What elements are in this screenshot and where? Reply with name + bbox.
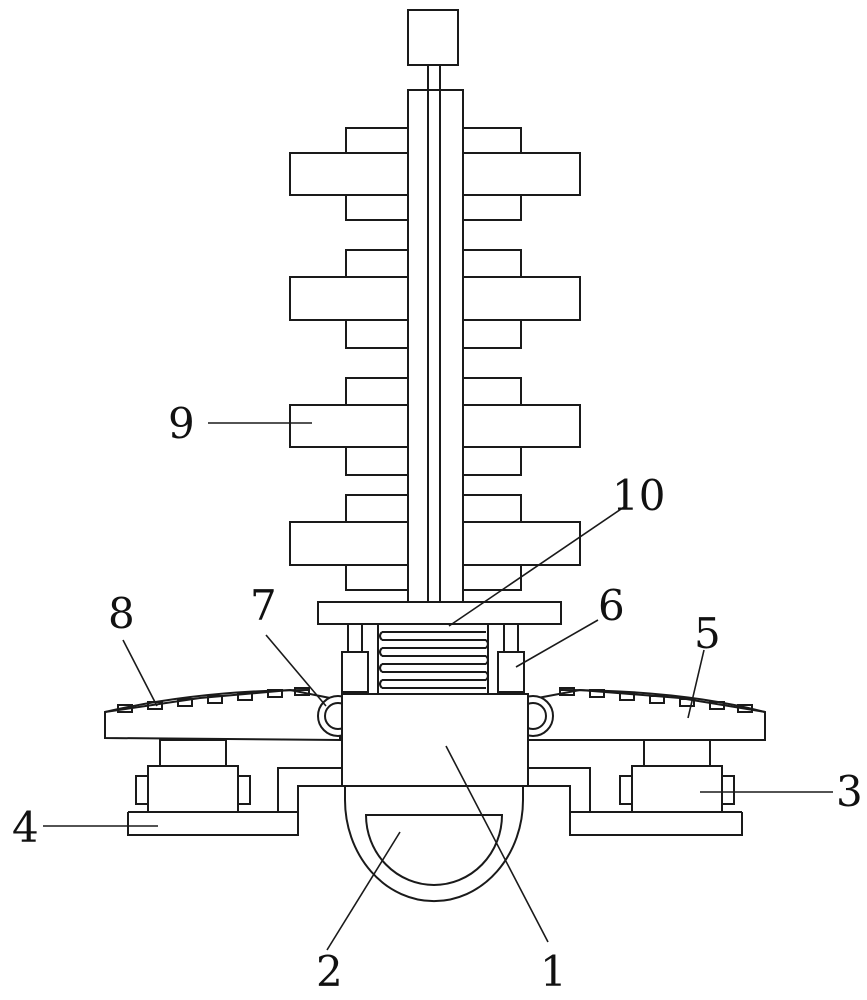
guide-posts bbox=[341, 623, 525, 693]
leader-lines bbox=[43, 422, 833, 951]
callout-3: 3 bbox=[836, 767, 863, 816]
roller-left bbox=[135, 739, 251, 813]
side-bracket-left bbox=[127, 767, 343, 836]
callout-4: 4 bbox=[12, 803, 39, 852]
callouts: 9 10 6 5 7 8 3 4 2 1 bbox=[12, 399, 863, 996]
central-rod bbox=[407, 89, 464, 603]
callout-2: 2 bbox=[316, 947, 343, 996]
base-plate bbox=[104, 687, 766, 742]
callout-6: 6 bbox=[598, 581, 625, 630]
roller-right bbox=[619, 739, 735, 813]
callout-7: 7 bbox=[250, 581, 277, 630]
callout-10: 10 bbox=[612, 471, 665, 520]
main-body bbox=[341, 693, 529, 787]
callout-9: 9 bbox=[168, 399, 195, 448]
side-bracket-right bbox=[527, 767, 743, 836]
spring bbox=[377, 623, 489, 695]
upper-plate bbox=[317, 601, 562, 625]
callout-1: 1 bbox=[540, 947, 567, 996]
top-cap bbox=[407, 9, 459, 90]
callout-5: 5 bbox=[694, 609, 721, 658]
callout-8: 8 bbox=[108, 589, 135, 638]
